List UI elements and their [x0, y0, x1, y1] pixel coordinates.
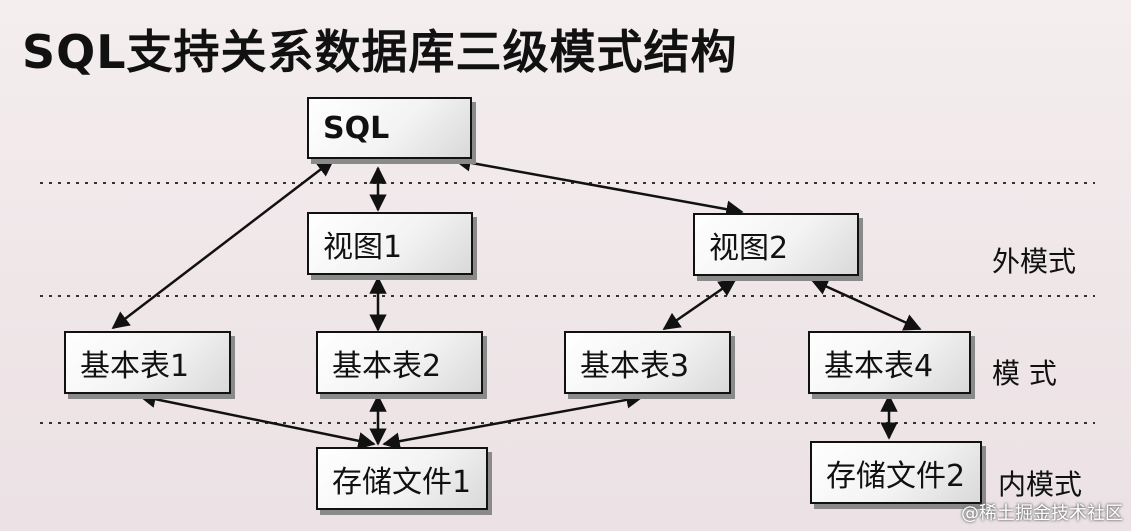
node-view1-label: 视图1	[323, 229, 403, 265]
node-table1-label: 基本表1	[80, 348, 190, 384]
arrow-view2-table3	[662, 278, 737, 331]
node-file2-label: 存储文件2	[826, 458, 966, 494]
node-sql: SQL	[307, 97, 472, 159]
arrow-view2-table4	[810, 278, 922, 331]
node-table4: 基本表4	[808, 331, 971, 394]
node-table3: 基本表3	[564, 331, 731, 394]
level-label-external: 外模式	[992, 245, 1077, 278]
node-sql-label: SQL	[323, 110, 390, 146]
watermark: @稀土掘金技术社区	[961, 503, 1123, 524]
node-table2-label: 基本表2	[332, 348, 442, 384]
arrow-table3-file1	[382, 391, 644, 450]
node-file1-label: 存储文件1	[332, 464, 472, 500]
node-table1: 基本表1	[64, 331, 231, 394]
level-label-conceptual: 模 式	[992, 357, 1057, 390]
arrow-sql-view2	[453, 154, 744, 218]
node-table2: 基本表2	[316, 331, 483, 394]
node-view1: 视图1	[307, 212, 473, 275]
node-file2: 存储文件2	[810, 441, 982, 504]
node-table4-label: 基本表4	[824, 348, 934, 384]
node-view2: 视图2	[693, 213, 859, 276]
level-label-internal: 内模式	[998, 468, 1083, 501]
node-view2-label: 视图2	[709, 230, 789, 266]
arrow-sql-table1	[111, 158, 335, 330]
arrow-table1-file1	[138, 390, 376, 450]
page-title: SQL支持关系数据库三级模式结构	[22, 25, 738, 79]
node-file1: 存储文件1	[316, 447, 488, 510]
node-table3-label: 基本表3	[580, 348, 690, 384]
